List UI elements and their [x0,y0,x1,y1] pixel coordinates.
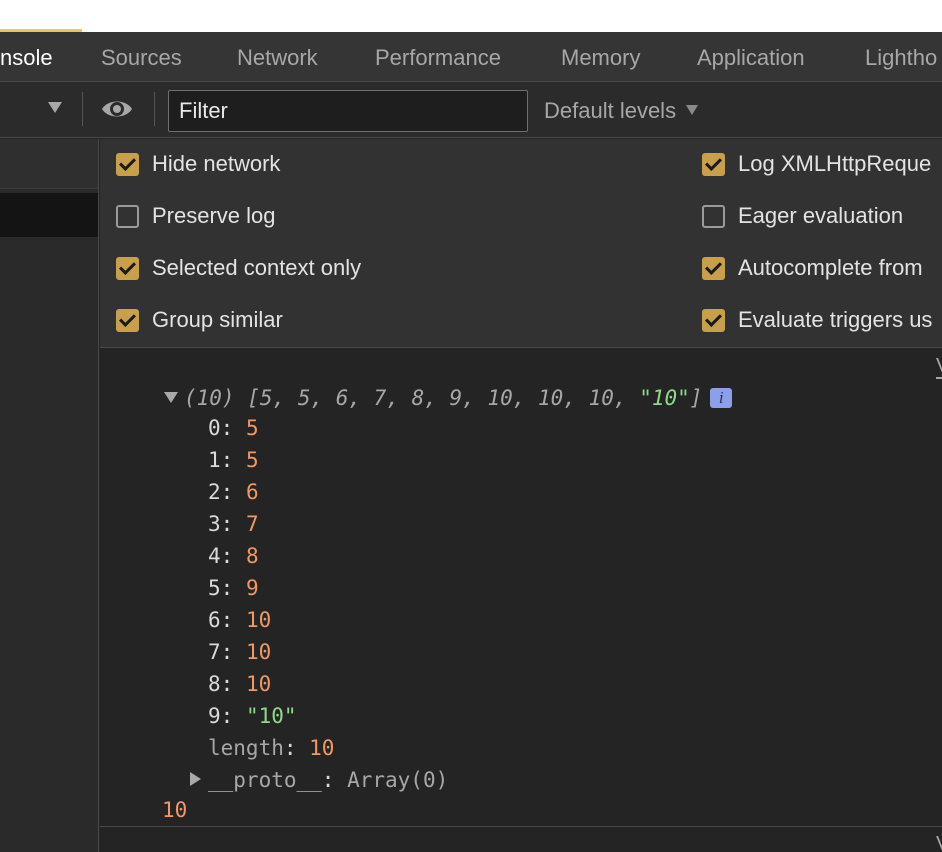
log-xhr-setting[interactable]: Log XMLHttpReque [702,149,931,179]
entry-value: 10 [245,640,272,664]
array-close-bracket: ] [689,386,703,410]
console-output: V (10) [5, 5, 6, 7, 8, 9, 10, 10, 10, "1… [100,349,942,852]
tab-application[interactable]: Application [697,45,805,70]
hide-network-checkbox[interactable] [116,152,139,176]
array-entry: 5: 9 [208,576,259,600]
group-similar-checkbox[interactable] [116,308,139,332]
entry-index: 3 [208,512,221,536]
array-count: (10) [184,386,235,410]
preserve-log-setting[interactable]: Preserve log [116,201,276,231]
proto-key: __proto__ [208,768,322,792]
entry-index: 8 [208,672,221,696]
length-value: 10 [309,736,335,760]
entry-value: 10 [245,672,272,696]
expand-triangle-icon[interactable] [164,392,178,403]
eager-evaluation-checkbox[interactable] [702,204,725,228]
entry-index: 2 [208,480,221,504]
console-settings-pane: Hide network Preserve log Selected conte… [100,139,942,348]
console-toolbar: Default levels [0,82,942,138]
entry-index: 6 [208,608,221,632]
hide-network-setting[interactable]: Hide network [116,149,280,179]
selected-context-setting[interactable]: Selected context only [116,253,361,283]
toolbar-divider [154,92,155,126]
entry-value: 5 [245,448,259,472]
entry-index: 0 [208,416,221,440]
message-divider [100,826,942,827]
array-entry: 8: 10 [208,672,272,696]
entry-value: 5 [245,416,259,440]
proto-value: Array(0) [347,768,449,792]
default-levels-label: Default levels [544,98,677,123]
devtools-tab-bar: nsole Sources Network Performance Memory… [0,29,942,82]
info-icon[interactable]: i [710,388,733,408]
length-key: length [208,736,284,760]
autocomplete-label: Autocomplete from [738,255,923,280]
preserve-log-label: Preserve log [152,203,276,228]
browser-top-strip [0,0,942,32]
sidebar-item[interactable] [0,139,98,189]
chevron-down-icon [686,105,699,115]
tab-lighthouse[interactable]: Lightho [865,45,938,70]
eager-evaluation-label: Eager evaluation [738,203,904,228]
preserve-log-checkbox[interactable] [116,204,139,228]
active-tab-indicator [0,29,82,32]
tab-network[interactable]: Network [237,45,318,70]
entry-value: 7 [245,512,259,536]
entry-index: 1 [208,448,221,472]
evaluate-triggers-setting[interactable]: Evaluate triggers us [702,305,932,335]
array-open-bracket: [ [247,386,260,410]
filter-input[interactable] [168,90,528,132]
proto-row[interactable]: __proto__: Array(0) [190,765,448,795]
collapse-triangle-icon[interactable] [190,772,201,786]
tab-memory[interactable]: Memory [561,45,641,70]
log-xhr-label: Log XMLHttpReque [738,151,932,176]
evaluate-triggers-checkbox[interactable] [702,308,725,332]
autocomplete-checkbox[interactable] [702,256,725,280]
array-entry: 6: 10 [208,608,272,632]
result-value: 10 [162,798,188,822]
array-entry: 7: 10 [208,640,272,664]
array-summary-row[interactable]: (10) [5, 5, 6, 7, 8, 9, 10, 10, 10, "10"… [164,383,733,413]
entry-index: 5 [208,576,221,600]
entry-value: 6 [245,480,259,504]
selected-context-label: Selected context only [152,255,362,280]
console-sidebar [0,139,99,852]
entry-index: 9 [208,704,221,728]
array-entry: 2: 6 [208,480,259,504]
entry-value: 9 [245,576,259,600]
group-similar-label: Group similar [152,307,283,332]
entry-value: "10" [245,704,297,728]
log-xhr-checkbox[interactable] [702,152,725,176]
tab-performance[interactable]: Performance [375,45,501,70]
default-levels-dropdown[interactable]: Default levels [544,98,699,124]
toolbar-divider [82,92,83,126]
entry-index: 7 [208,640,221,664]
eager-evaluation-setting[interactable]: Eager evaluation [702,201,903,231]
evaluate-triggers-label: Evaluate triggers us [738,307,933,332]
context-dropdown-icon[interactable] [48,102,62,113]
array-length-row: length: 10 [208,736,335,760]
array-entry: 4: 8 [208,544,259,568]
eye-icon[interactable] [100,94,134,124]
array-entry: 3: 7 [208,512,259,536]
entry-value: 8 [245,544,259,568]
array-entry: 9: "10" [208,704,297,728]
selected-context-checkbox[interactable] [116,256,139,280]
array-preview-items: 5, 5, 6, 7, 8, 9, 10, 10, 10, [259,386,640,410]
tab-sources[interactable]: Sources [101,45,182,70]
source-link[interactable]: V [936,833,942,852]
hide-network-label: Hide network [152,151,281,176]
source-link[interactable]: V [936,355,942,379]
entry-index: 4 [208,544,221,568]
result-row: 10 [162,795,187,825]
array-preview-string: "10" [639,386,690,410]
group-similar-setting[interactable]: Group similar [116,305,283,335]
array-entry: 1: 5 [208,448,259,472]
array-entry: 0: 5 [208,416,259,440]
entry-value: 10 [245,608,272,632]
tab-console[interactable]: nsole [0,45,53,70]
autocomplete-setting[interactable]: Autocomplete from [702,253,923,283]
sidebar-item-selected[interactable] [0,193,98,237]
